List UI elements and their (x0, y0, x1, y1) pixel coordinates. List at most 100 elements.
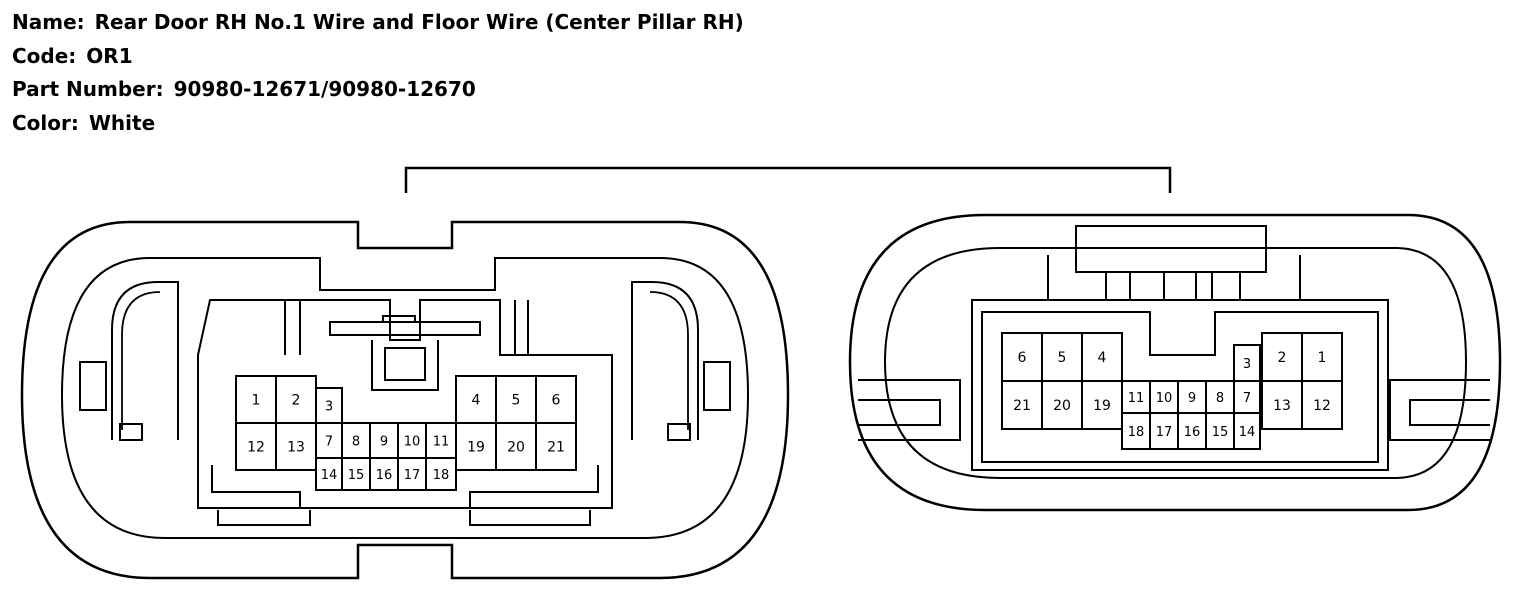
left-pin-cell (397, 457, 427, 491)
left-pin-label: 6 (552, 393, 561, 409)
left-posts (284, 300, 529, 355)
code-label: Code: (12, 44, 77, 68)
right-pin-label: 13 (1273, 398, 1291, 414)
left-pin-cell (425, 457, 457, 491)
right-pin-label: 20 (1053, 398, 1071, 414)
left-pin-label: 1 (252, 393, 261, 409)
left-pin-label: 8 (352, 435, 360, 450)
right-pin-cell (1233, 412, 1261, 450)
right-pin-label: 4 (1098, 350, 1107, 366)
right-pin-label: 18 (1128, 425, 1145, 440)
right-pin-label: 21 (1013, 398, 1031, 414)
left-pin-label: 7 (325, 435, 333, 450)
right-pin-cell (1205, 412, 1235, 450)
right-cavity-frame (971, 299, 1389, 471)
left-pin-cell (315, 457, 343, 491)
left-pin-cell (425, 422, 457, 459)
left-pin-cell (315, 387, 343, 424)
left-lock-arm-r (631, 281, 699, 440)
left-pin-cell (275, 422, 317, 471)
right-pin-label: 1 (1318, 350, 1327, 366)
right-pin-cell (1149, 412, 1179, 450)
right-rail-l (858, 379, 961, 441)
right-pin-label: 9 (1188, 391, 1196, 406)
left-pin-cell (235, 422, 277, 471)
right-pin-label: 5 (1058, 350, 1067, 366)
right-pin-label: 19 (1093, 398, 1111, 414)
color-value: White (88, 111, 156, 135)
left-pin-cell (275, 375, 317, 424)
left-pin-label: 21 (547, 440, 565, 456)
left-pin-cell (535, 375, 577, 424)
right-pin-label: 14 (1239, 425, 1256, 440)
left-pin-label: 17 (404, 468, 421, 483)
left-pin-label: 13 (287, 440, 305, 456)
right-pin-cell (1121, 380, 1151, 414)
right-cavity-inner (981, 311, 1379, 463)
left-pin-cell (495, 422, 537, 471)
left-pin-label: 11 (433, 435, 450, 450)
part-number-value: 90980-12671/90980-12670 (173, 77, 476, 101)
left-latch-l (79, 361, 107, 411)
left-bottom-rails (211, 465, 599, 508)
part-number-label: Part Number: (12, 77, 164, 101)
name-label: Name: (12, 10, 85, 34)
right-pin-cell (1001, 380, 1043, 430)
right-pin-label: 6 (1018, 350, 1027, 366)
left-pin-label: 15 (348, 468, 365, 483)
left-pin-cell (315, 422, 343, 459)
left-pin-label: 10 (404, 435, 421, 450)
right-top-lock (1075, 225, 1267, 273)
right-pin-cell (1301, 380, 1343, 430)
left-latch-foot-l (119, 423, 143, 441)
right-pin-label: 17 (1156, 425, 1173, 440)
right-pin-label: 7 (1243, 391, 1251, 406)
left-pin-label: 4 (472, 393, 481, 409)
left-center-key (329, 315, 481, 336)
right-housing-inner (883, 247, 1468, 479)
code-value: OR1 (86, 44, 133, 68)
right-pin-cell (1041, 380, 1083, 430)
right-pin-cell (1261, 332, 1303, 382)
left-pin-label: 5 (512, 393, 521, 409)
right-pin-label: 12 (1313, 398, 1331, 414)
left-pin-label: 19 (467, 440, 485, 456)
left-pin-label: 9 (380, 435, 388, 450)
left-lock-arm-r-inner (649, 291, 689, 430)
left-center-key-lower (371, 340, 439, 391)
left-latch-foot-r (667, 423, 691, 441)
left-pin-cell (455, 375, 497, 424)
left-pin-label: 12 (247, 440, 265, 456)
connector-name: Name: Rear Door RH No.1 Wire and Floor Wi… (12, 10, 744, 34)
right-pin-cell (1301, 332, 1343, 382)
part-number: Part Number: 90980-12671/90980-12670 (12, 77, 476, 101)
right-pin-cell (1081, 332, 1123, 382)
left-pin-label: 20 (507, 440, 525, 456)
connector-color: Color:White (12, 111, 155, 135)
left-lock-arm-l (111, 281, 179, 440)
left-pin-label: 16 (376, 468, 393, 483)
right-pin-label: 16 (1184, 425, 1201, 440)
left-pin-cell (369, 457, 399, 491)
left-bottom-latches (217, 510, 591, 526)
right-pin-label: 2 (1278, 350, 1287, 366)
right-pin-label: 3 (1243, 357, 1251, 372)
left-pin-label: 14 (321, 468, 338, 483)
right-pin-label: 15 (1212, 425, 1229, 440)
left-cavity-block (197, 299, 613, 509)
left-pin-label: 18 (433, 468, 450, 483)
right-housing-outline (848, 213, 1502, 512)
right-pin-label: 10 (1156, 391, 1173, 406)
left-pin-label: 3 (325, 400, 333, 415)
right-rail-r (1389, 379, 1490, 441)
connector-code: Code: OR1 (12, 44, 133, 68)
name-value: Rear Door RH No.1 Wire and Floor Wire (C… (94, 10, 744, 34)
connector-pair-bracket (404, 166, 1172, 193)
left-latch-r (703, 361, 731, 411)
left-housing-inner (60, 257, 750, 539)
left-housing-outline (20, 220, 790, 580)
left-pin-label: 2 (292, 393, 301, 409)
